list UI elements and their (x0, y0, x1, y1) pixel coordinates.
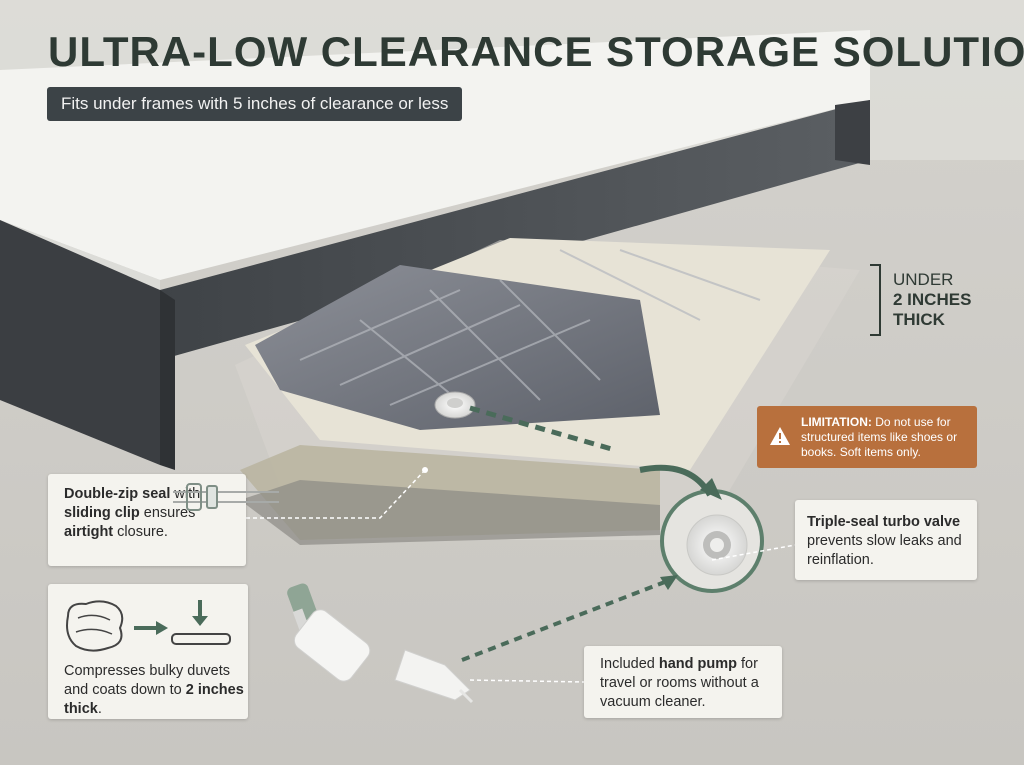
bed-frame-rail (160, 100, 870, 360)
valve-dashed-arrow (469, 405, 616, 453)
grey-bag (255, 265, 660, 430)
thickness-line1: UNDER (893, 270, 954, 289)
compress-duvet-icon (66, 600, 231, 652)
limitation-warning: LIMITATION: Do not use for structured it… (757, 406, 977, 468)
zip-leader-line (246, 469, 426, 519)
thickness-label: UNDER 2 INCHES THICK (893, 270, 971, 330)
limitation-text: Do not use for structured items like sho… (801, 415, 958, 459)
pump-dashed-arrow (461, 578, 671, 662)
subtitle-banner: Fits under frames with 5 inches of clear… (47, 87, 463, 121)
thickness-bracket (870, 264, 881, 336)
pump-callout: Included hand pump for travel or rooms w… (584, 646, 782, 718)
valve-leader-line (711, 544, 796, 561)
page-title: ULTRA-LOW CLEARANCE STORAGE SOLUTION (48, 28, 1024, 75)
valve-callout: Triple-seal turbo valve prevents slow le… (795, 500, 977, 580)
bed-leg (160, 290, 175, 470)
bag-layers-lower (240, 480, 660, 545)
warning-triangle-icon (770, 427, 790, 445)
thickness-line3: THICK (893, 310, 945, 329)
zip-callout: Double-zip seal with sliding clip ensure… (48, 474, 279, 566)
bed-leg-back (835, 100, 870, 165)
bed-frame-front (0, 220, 160, 465)
pump-leader-line (469, 679, 585, 683)
compress-callout: Compresses bulky duvets and coats down t… (48, 584, 248, 719)
thickness-line2: 2 INCHES (893, 290, 972, 309)
zipper-clip-icon (173, 483, 279, 511)
hand-pump-icon (287, 583, 474, 704)
limitation-label: LIMITATION: (801, 415, 872, 429)
